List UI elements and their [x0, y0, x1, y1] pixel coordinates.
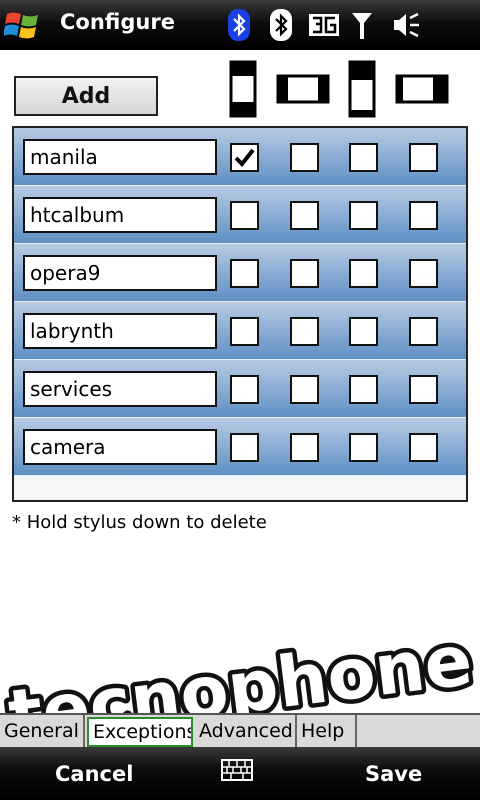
exceptions-list[interactable]: manila htcalbum opera9 labrynth services came…: [12, 126, 468, 502]
exception-name-field[interactable]: labrynth: [23, 313, 217, 349]
orientation-checkbox-2[interactable]: [290, 317, 319, 346]
exception-row[interactable]: opera9: [14, 244, 466, 302]
orientation-checkbox-3[interactable]: [349, 259, 378, 288]
orientation-checkbox-3[interactable]: [349, 143, 378, 172]
orientation-checkbox-4[interactable]: [409, 317, 438, 346]
tab-help[interactable]: Help: [297, 715, 357, 747]
landscape-icon: [276, 74, 330, 104]
orientation-checkbox-2[interactable]: [290, 201, 319, 230]
orientation-checkbox-4[interactable]: [409, 375, 438, 404]
orientation-checkbox-4[interactable]: [409, 259, 438, 288]
window-title: Configure: [60, 10, 175, 34]
portrait-icon: [229, 60, 257, 118]
cancel-button[interactable]: Cancel: [55, 762, 134, 786]
orientation-checkbox-4[interactable]: [409, 143, 438, 172]
bluetooth-active-icon[interactable]: [228, 9, 250, 41]
signal-icon[interactable]: [350, 9, 374, 41]
orientation-checkbox-2[interactable]: [290, 375, 319, 404]
orientation-checkbox-2[interactable]: [290, 143, 319, 172]
landscape-alt-icon: [395, 74, 449, 104]
tab-general[interactable]: General: [0, 715, 85, 747]
orientation-checkbox-2[interactable]: [290, 259, 319, 288]
orientation-checkbox-1[interactable]: [230, 433, 259, 462]
title-bar: Configure: [0, 0, 480, 50]
windows-logo-icon[interactable]: [4, 8, 42, 42]
orientation-checkbox-3[interactable]: [349, 317, 378, 346]
orientation-checkbox-4[interactable]: [409, 201, 438, 230]
exception-row[interactable]: services: [14, 360, 466, 418]
tab-strip: General Exceptions Advanced Help: [0, 713, 480, 747]
exception-row[interactable]: htcalbum: [14, 186, 466, 244]
save-button[interactable]: Save: [365, 762, 423, 786]
tab-advanced[interactable]: Advanced: [195, 715, 297, 747]
exception-name-field[interactable]: opera9: [23, 255, 217, 291]
exception-name-field[interactable]: manila: [23, 139, 217, 175]
exception-row[interactable]: camera: [14, 418, 466, 476]
orientation-checkbox-4[interactable]: [409, 433, 438, 462]
exception-row[interactable]: labrynth: [14, 302, 466, 360]
add-button[interactable]: Add: [14, 76, 158, 116]
exception-row[interactable]: manila: [14, 128, 466, 186]
keyboard-icon[interactable]: [221, 759, 253, 781]
tab-exceptions[interactable]: Exceptions: [87, 717, 193, 747]
exception-name-field[interactable]: camera: [23, 429, 217, 465]
bluetooth-icon[interactable]: [270, 9, 292, 41]
softkey-bar: Cancel Save: [0, 747, 480, 800]
orientation-checkbox-1[interactable]: [230, 317, 259, 346]
orientation-checkbox-1[interactable]: [230, 143, 259, 172]
orientation-checkbox-3[interactable]: [349, 433, 378, 462]
volume-icon[interactable]: [392, 9, 420, 41]
orientation-checkbox-2[interactable]: [290, 433, 319, 462]
portrait-alt-icon: [348, 60, 376, 118]
orientation-checkbox-1[interactable]: [230, 375, 259, 404]
exception-name-field[interactable]: htcalbum: [23, 197, 217, 233]
orientation-checkbox-3[interactable]: [349, 201, 378, 230]
orientation-checkbox-1[interactable]: [230, 259, 259, 288]
checkmark-icon: [234, 148, 255, 168]
orientation-checkbox-1[interactable]: [230, 201, 259, 230]
orientation-checkbox-3[interactable]: [349, 375, 378, 404]
delete-hint: * Hold stylus down to delete: [12, 512, 267, 533]
exception-name-field[interactable]: services: [23, 371, 217, 407]
3g-icon[interactable]: [308, 9, 340, 41]
